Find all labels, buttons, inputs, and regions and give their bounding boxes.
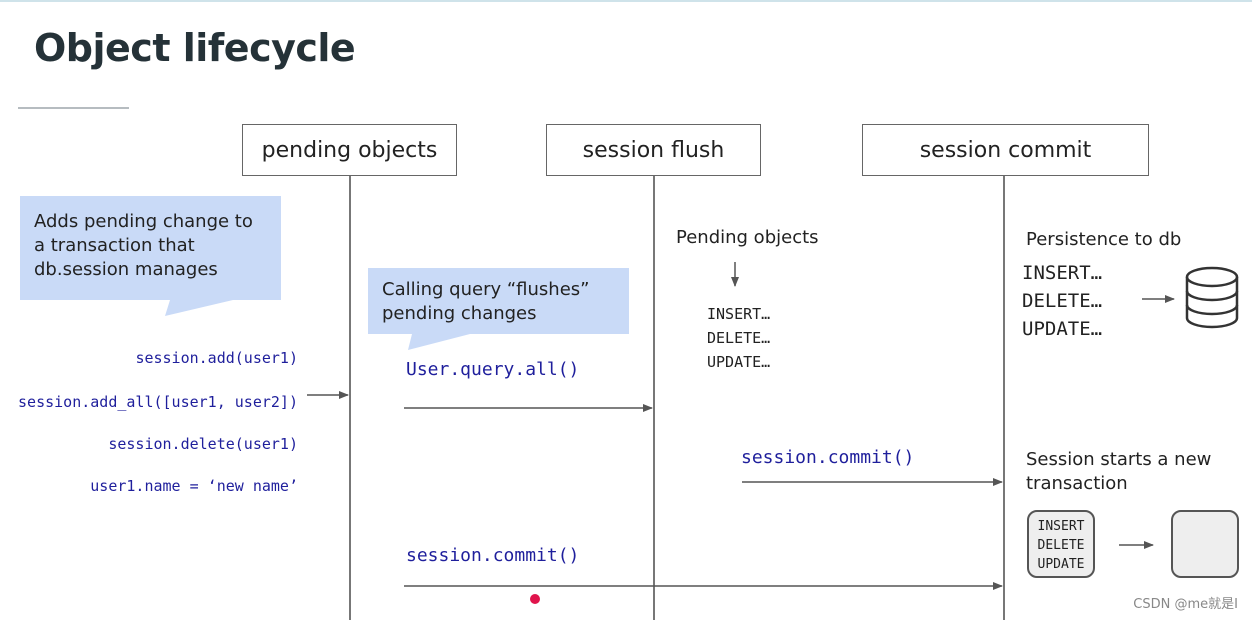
transaction-ops-box: INSERT DELETE UPDATE [1027, 510, 1095, 578]
mini-op-delete: DELETE [1037, 538, 1085, 553]
database-icon [1185, 266, 1239, 329]
empty-transaction-box [1171, 510, 1239, 578]
callout-pending-tail [165, 300, 233, 316]
persistence-label: Persistence to db [1026, 229, 1182, 250]
commit-op-update: UPDATE… [1022, 318, 1103, 340]
lifeline-commit [1003, 176, 1005, 620]
watermark: CSDN @me就是I [1133, 597, 1238, 612]
op-session-add-all: session.add_all([user1, user2]) [18, 393, 298, 411]
commit-op-delete: DELETE… [1022, 290, 1103, 312]
mini-op-update: UPDATE [1037, 557, 1085, 572]
flush-op-delete: DELETE… [707, 329, 771, 347]
top-border [0, 0, 1252, 2]
commit-call-from-pending: session.commit() [406, 545, 580, 566]
op-session-delete: session.delete(user1) [108, 435, 298, 453]
new-transaction-label: Session starts a new transaction [1026, 449, 1212, 494]
flush-pending-label: Pending objects [676, 227, 819, 248]
lifeline-flush [653, 176, 655, 620]
op-session-add: session.add(user1) [135, 349, 298, 367]
commit-op-insert: INSERT… [1022, 262, 1103, 284]
pointer-dot [530, 594, 540, 604]
title-underline [18, 107, 129, 109]
callout-flush-tail [408, 334, 470, 350]
commit-call-from-flush: session.commit() [741, 447, 915, 468]
callout-pending: Adds pending change to a transaction tha… [20, 196, 281, 300]
flush-op-insert: INSERT… [707, 305, 771, 323]
query-call: User.query.all() [406, 359, 580, 380]
flush-op-update: UPDATE… [707, 353, 771, 371]
page-title: Object lifecycle [34, 26, 356, 70]
callout-flush: Calling query “flushes” pending changes [368, 268, 629, 334]
mini-op-insert: INSERT [1037, 519, 1085, 534]
stage-pending-objects: pending objects [242, 124, 457, 176]
lifeline-pending [349, 176, 351, 620]
stage-session-flush: session flush [546, 124, 761, 176]
stage-session-commit: session commit [862, 124, 1149, 176]
op-attribute-change: user1.name = ‘new name’ [90, 477, 298, 495]
